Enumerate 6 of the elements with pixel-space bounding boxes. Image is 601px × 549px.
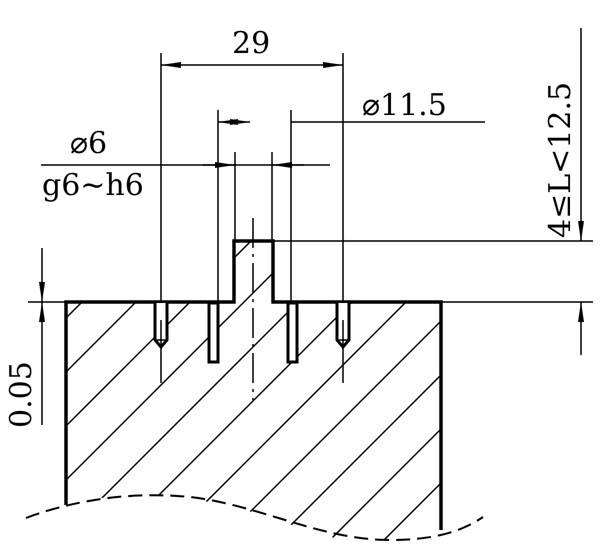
dimension-text: ⌀6 (70, 128, 108, 160)
dimension-text: 29 (232, 28, 270, 60)
dimension-text: 4≤L<12.5 (545, 82, 577, 238)
dimension-text: g6~h6 (42, 170, 144, 202)
dimension-text: ⌀11.5 (362, 90, 447, 122)
dimension-text: 0.05 (6, 361, 38, 428)
